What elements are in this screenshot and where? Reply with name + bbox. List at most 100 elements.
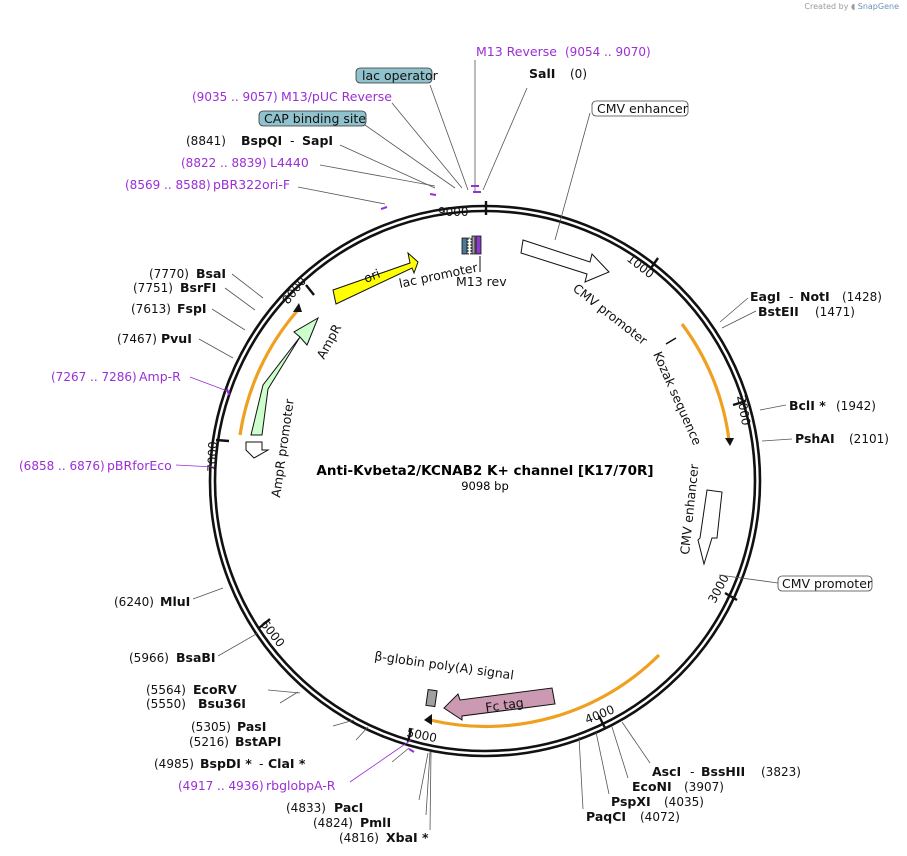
primer-l4440-range: (8822 .. 8839) <box>181 156 267 170</box>
box-cmv-promoter[interactable] <box>777 575 873 592</box>
enzyme-xbai[interactable]: XbaI * <box>386 830 429 845</box>
enzyme-sali-pos: (0) <box>570 67 587 81</box>
enzyme-labels: SalI (0) (8841) BspQI - SapI EagI - NotI… <box>114 66 889 845</box>
enzyme-pshai[interactable]: PshAI <box>795 431 835 446</box>
enzyme-bsshii[interactable]: BssHII <box>701 764 745 779</box>
enzyme-bcli[interactable]: BclI * <box>789 398 826 413</box>
ori-feature[interactable] <box>332 251 419 305</box>
kozak-feature[interactable] <box>665 337 677 345</box>
kozak-label: Kozak sequence <box>650 349 705 448</box>
enzyme-bspdi[interactable]: BspDI * <box>200 756 252 771</box>
betaglobin-feature[interactable] <box>425 688 438 708</box>
plasmid-length: 9098 bp <box>461 479 509 493</box>
enzyme-eagi-pos: (1428) <box>842 290 882 304</box>
enzyme-bstapi[interactable]: BstAPI <box>235 734 281 749</box>
enzyme-mlui[interactable]: MluI <box>160 594 190 609</box>
primer-pbr322[interactable]: pBR322ori-F <box>213 177 290 192</box>
enzyme-bsu36i[interactable]: Bsu36I <box>198 696 246 711</box>
tick-label: 1000 <box>624 251 657 281</box>
box-cap-binding-label: CAP binding site <box>264 111 366 126</box>
enzyme-bspqi-sep: - <box>290 133 295 148</box>
primer-pbrforeco-range: (6858 .. 6876) <box>19 459 105 473</box>
enzyme-eagi[interactable]: EagI <box>750 289 781 304</box>
primer-ampr[interactable]: Amp-R <box>139 369 181 384</box>
box-cmv-promoter-label: CMV promoter <box>782 576 873 591</box>
enzyme-econi-pos: (3907) <box>684 780 724 794</box>
enzyme-pasi[interactable]: PasI <box>237 719 266 734</box>
leader-lines <box>175 60 793 831</box>
enzyme-bspdi-pos: (4985) <box>154 757 194 771</box>
enzyme-fspi-pos: (7613) <box>131 302 171 316</box>
fc-tag-feature[interactable] <box>443 687 556 721</box>
enzyme-paqci[interactable]: PaqCI <box>586 809 626 824</box>
orf-arc-fc <box>429 653 661 729</box>
enzyme-mlui-pos: (6240) <box>114 595 154 609</box>
ampr-promoter-label: AmpR promoter <box>268 397 297 498</box>
enzyme-ecorv[interactable]: EcoRV <box>193 682 237 697</box>
ampr-feature[interactable] <box>250 316 320 436</box>
enzyme-clai[interactable]: ClaI * <box>268 756 306 771</box>
ampr-promoter-feature[interactable] <box>245 441 270 459</box>
enzyme-econi[interactable]: EcoNI <box>632 779 672 794</box>
enzyme-sali[interactable]: SalI <box>529 66 555 81</box>
primer-m13rev-range: (9054 .. 9070) <box>565 45 651 59</box>
enzyme-bspqi-pos: (8841) <box>186 134 226 148</box>
betaglobin-label: β-globin poly(A) signal <box>374 648 515 682</box>
enzyme-sapi[interactable]: SapI <box>302 133 333 148</box>
box-cmv-enhancer[interactable] <box>591 100 689 117</box>
primer-ampr-range: (7267 .. 7286) <box>51 370 137 384</box>
box-lac-operator-label: lac operator <box>362 68 439 83</box>
primer-markers <box>226 185 481 753</box>
primer-rbglob[interactable]: rbglobpA-R <box>266 778 336 793</box>
enzyme-noti[interactable]: NotI <box>800 289 830 304</box>
snapgene-credit: Created by ◖ SnapGene <box>804 2 899 11</box>
enzyme-bspqi[interactable]: BspQI <box>241 133 282 148</box>
enzyme-bsabi[interactable]: BsaBI <box>176 650 216 665</box>
primer-pbrforeco[interactable]: pBRforEco <box>107 458 172 473</box>
enzyme-bsrfi[interactable]: BsrFI <box>180 280 216 295</box>
tick-label: 5000 <box>405 725 438 745</box>
orf-arcs <box>238 308 731 729</box>
primer-rbglob-range: (4917 .. 4936) <box>178 779 264 793</box>
enzyme-asci[interactable]: AscI <box>652 764 681 779</box>
enzyme-pspxi[interactable]: PspXI <box>611 794 651 809</box>
primer-labels: M13 Reverse (9054 .. 9070) (9035 .. 9057… <box>19 44 651 793</box>
enzyme-fspi[interactable]: FspI <box>177 301 207 316</box>
cmv-promoter-label: CMV promoter <box>570 281 651 349</box>
enzyme-bsai[interactable]: BsaI <box>196 266 226 281</box>
enzyme-pvui[interactable]: PvuI <box>161 331 192 346</box>
enzyme-pspxi-pos: (4035) <box>664 795 704 809</box>
enzyme-bsrfi-pos: (7751) <box>133 281 173 295</box>
enzyme-paci-pos: (4833) <box>286 801 326 815</box>
enzyme-bsteii[interactable]: BstEII <box>758 304 799 319</box>
enzyme-pmli[interactable]: PmlI <box>360 815 391 830</box>
enzyme-bsu36i-pos: (5550) <box>146 697 186 711</box>
primer-m13puc-range: (9035 .. 9057) <box>192 90 278 104</box>
ori-label: ori <box>362 266 383 286</box>
box-cap-binding[interactable] <box>258 110 367 127</box>
primer-l4440[interactable]: L4440 <box>270 155 309 170</box>
orf-arc-cmv <box>680 323 731 441</box>
fc-tag-label: Fc tag <box>484 695 524 715</box>
tick-label: 7000 <box>205 441 220 472</box>
box-cmv-enhancer-label: CMV enhancer <box>597 101 689 116</box>
cmv-enhancer-feature[interactable] <box>697 489 723 566</box>
enzyme-asci-pos: (3823) <box>761 765 801 779</box>
enzyme-pasi-pos: (5305) <box>191 720 231 734</box>
enzyme-ecorv-pos: (5564) <box>146 683 186 697</box>
enzyme-paci[interactable]: PacI <box>334 800 363 815</box>
boxed-labels: lac operator CAP binding site CMV enhanc… <box>258 67 873 592</box>
enzyme-asci-sep: - <box>690 764 695 779</box>
enzyme-pvui-pos: (7467) <box>117 332 157 346</box>
plasmid-title: Anti-Kvbeta2/KCNAB2 K+ channel [K17/70R] <box>316 463 653 479</box>
cmv-promoter-feature[interactable] <box>520 239 610 283</box>
primer-m13puc[interactable]: M13/pUC Reverse <box>281 89 392 104</box>
enzyme-bsai-pos: (7770) <box>149 267 189 281</box>
primer-m13rev[interactable]: M13 Reverse <box>476 44 557 59</box>
box-lac-operator[interactable] <box>355 67 433 84</box>
lac-region-blocks[interactable] <box>461 235 482 255</box>
orf-arc-ampr <box>238 308 300 436</box>
tick-label: 2000 <box>734 394 753 427</box>
ampr-label: AmpR <box>313 321 344 361</box>
